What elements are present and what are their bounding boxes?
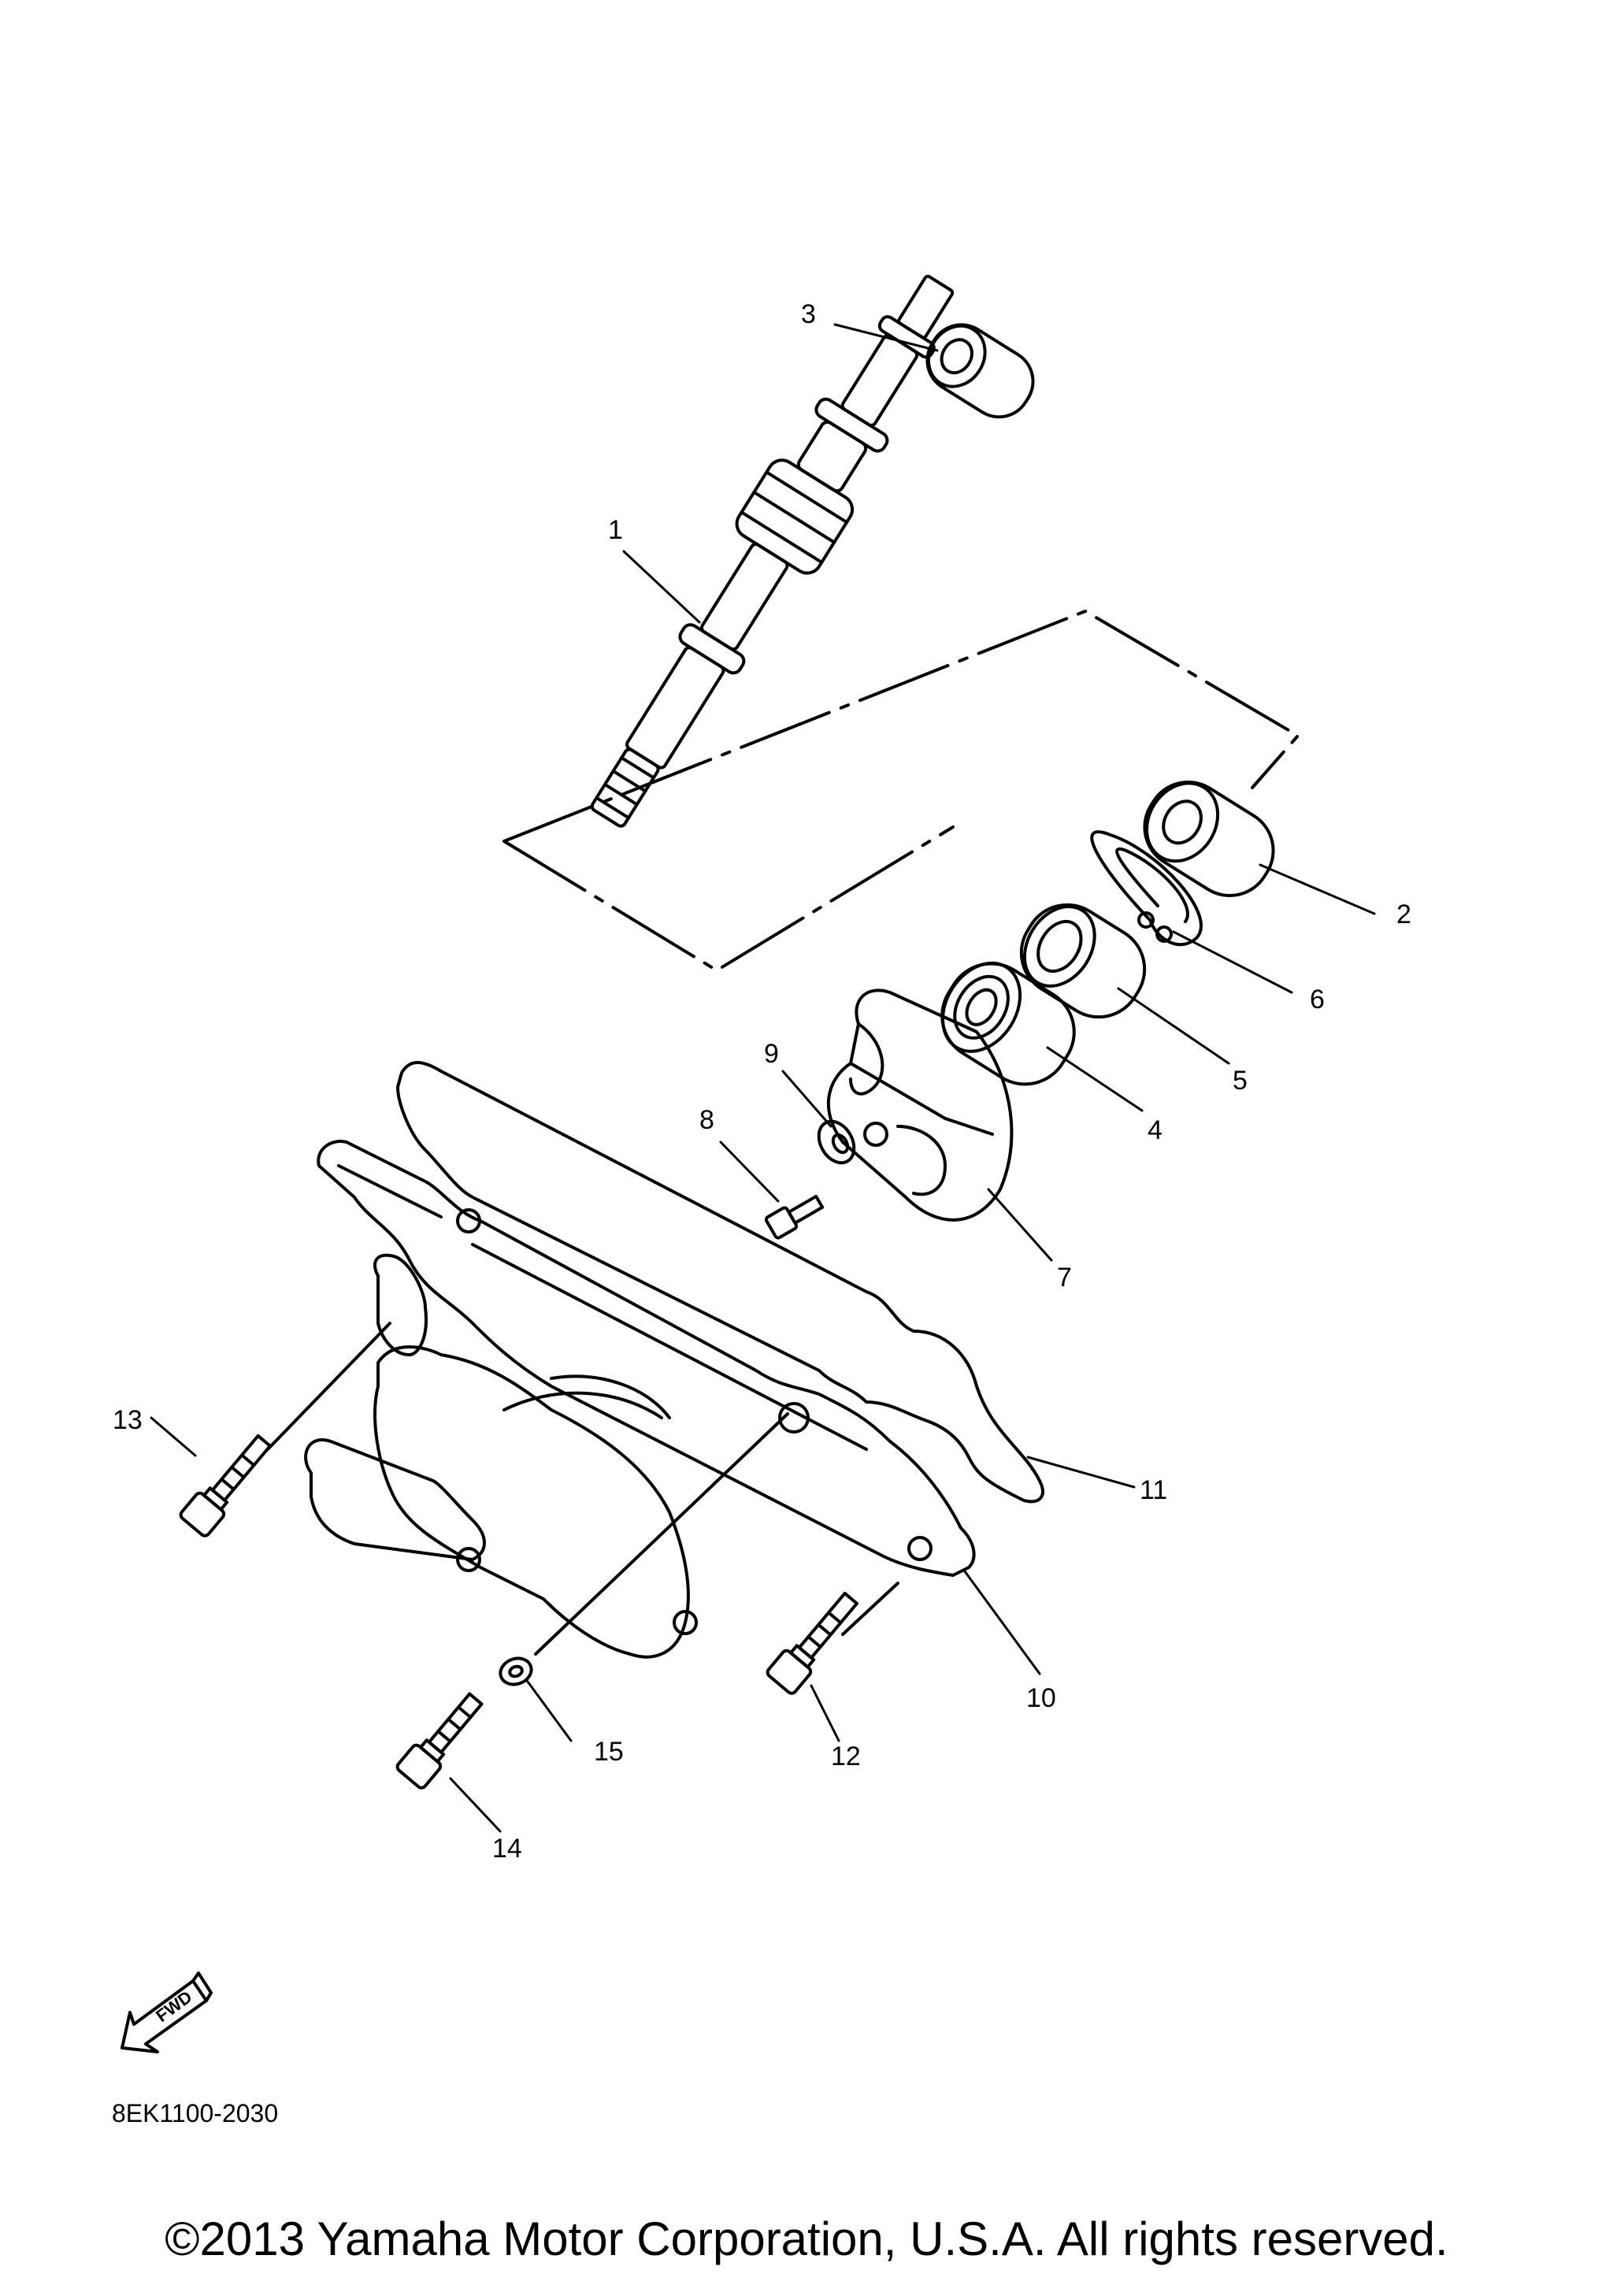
part-8-screw xyxy=(764,1194,825,1240)
callout-7: 7 xyxy=(1057,1263,1072,1293)
part-1-shaft xyxy=(590,274,955,828)
callout-10: 10 xyxy=(1026,1683,1056,1713)
callout-6: 6 xyxy=(1310,985,1325,1014)
leader-lines xyxy=(150,323,1376,1833)
callout-8: 8 xyxy=(699,1105,714,1135)
part-5-seal xyxy=(1019,903,1147,1019)
forward-direction-arrow-icon: FWD xyxy=(121,1971,213,2053)
bolt-alignment-lines xyxy=(266,1322,899,1656)
part-15-washer xyxy=(499,1656,533,1686)
part-4-mechanical-seal xyxy=(940,961,1076,1086)
callout-15: 15 xyxy=(594,1737,624,1767)
callout-1: 1 xyxy=(608,515,623,545)
callout-13: 13 xyxy=(113,1405,143,1435)
diagram-code: 8EK1100-2030 xyxy=(112,2099,279,2127)
part-13-bolt xyxy=(179,1434,272,1537)
part-11-gasket xyxy=(396,1061,1044,1504)
pump-housing xyxy=(304,1253,698,1659)
copyright-notice: ©2013 Yamaha Motor Corporation, U.S.A. A… xyxy=(165,2213,1448,2265)
callout-14: 14 xyxy=(492,1834,522,1864)
part-7-impeller xyxy=(826,989,1014,1222)
part-2-bearing xyxy=(1143,780,1275,898)
callout-4: 4 xyxy=(1148,1115,1162,1145)
assembly-bracket-line xyxy=(502,610,1300,972)
callout-12: 12 xyxy=(831,1741,861,1771)
callout-3: 3 xyxy=(801,299,816,329)
part-14-bolt xyxy=(395,1692,484,1790)
part-9-washer xyxy=(817,1119,856,1165)
part-12-bolt xyxy=(766,1591,858,1695)
callout-5: 5 xyxy=(1233,1066,1248,1096)
part-6-circlip xyxy=(1090,830,1203,947)
part-10-pump-cover xyxy=(317,1140,976,1577)
callout-9: 9 xyxy=(764,1039,779,1069)
callout-11: 11 xyxy=(1140,1475,1168,1505)
part-3-bearing xyxy=(925,323,1035,419)
callout-2: 2 xyxy=(1396,899,1411,929)
